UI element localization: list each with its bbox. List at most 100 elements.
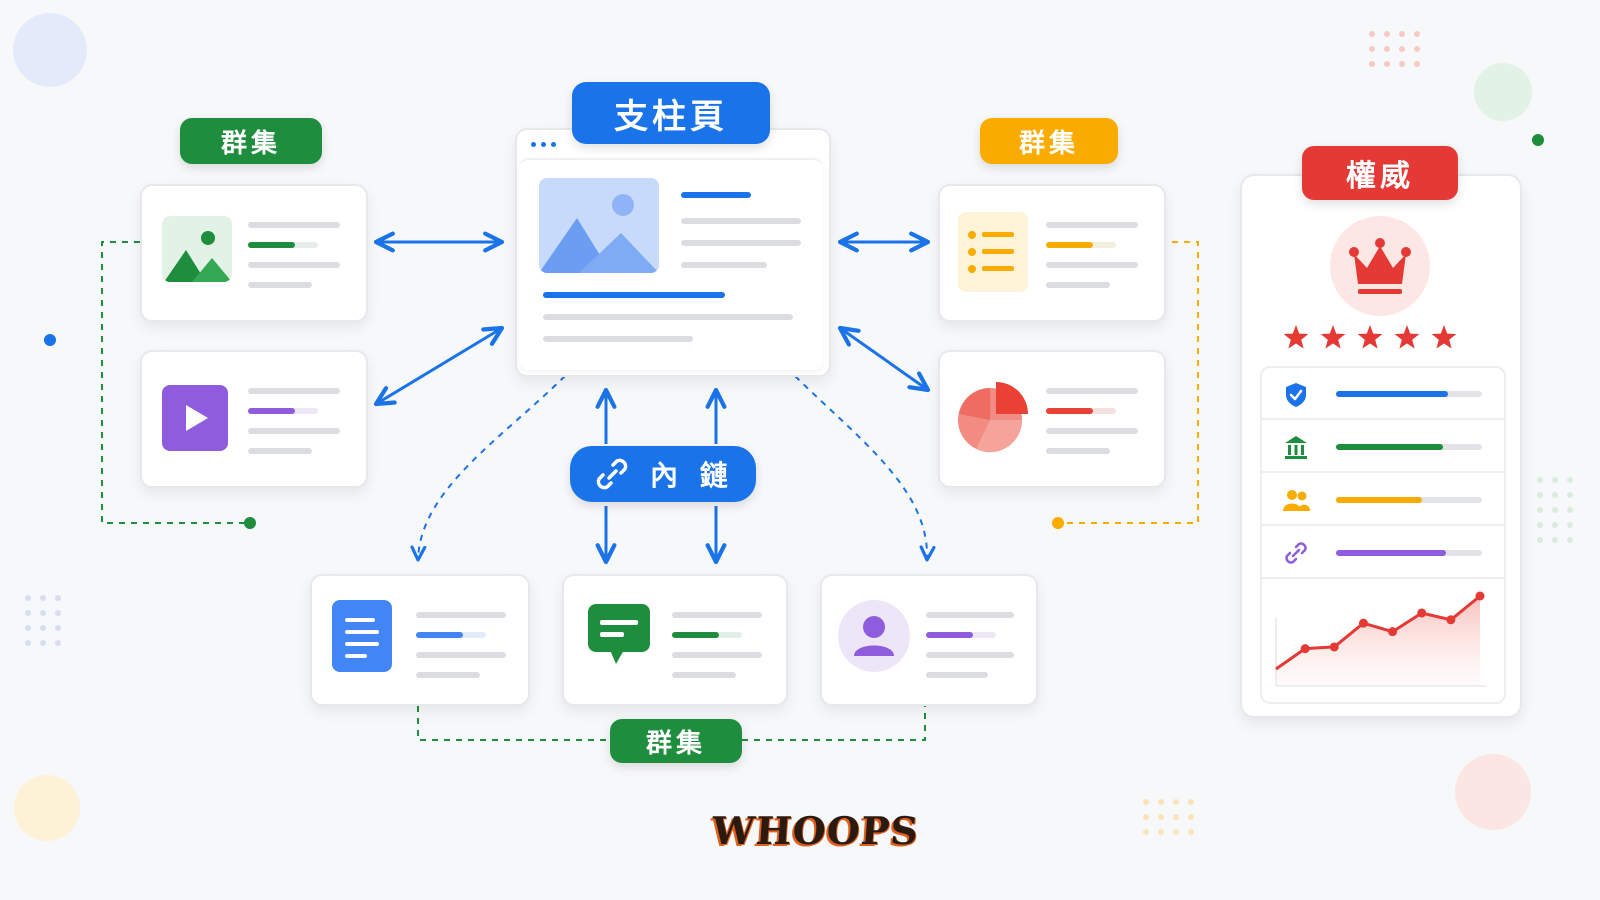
decor-dot [1414,61,1420,67]
window-dots [531,142,556,147]
star-rating [1283,325,1457,349]
cluster-card-user [820,574,1038,706]
decor-dot [25,625,31,631]
trend-line [1275,594,1481,671]
decor-dot [1567,507,1573,513]
decor-dot [1532,134,1544,146]
arrow-pillar-left-bottom [373,325,505,407]
trend-point [1417,608,1427,618]
decor-dot [55,640,61,646]
internal-link-text: 內 鏈 [650,459,734,492]
decor-dot [1399,31,1405,37]
link-icon [592,454,632,494]
card-text-line [672,672,736,678]
authority-panel [1240,174,1522,718]
card-text-line [672,652,762,658]
pillar-highlight-line [543,292,725,298]
decor-dot [1384,31,1390,37]
card-text-line [1046,222,1138,228]
dashed-link-bottom-right [794,375,936,562]
card-accent-line [416,632,463,638]
pillar-inner-panel [519,158,823,370]
decor-dot [25,610,31,616]
cluster-card-document [310,574,530,706]
cluster-label-right: 群集 [980,118,1118,164]
decor-dot [1399,61,1405,67]
decor-dot [1552,492,1558,498]
metric-fill [1336,444,1443,450]
bracket-right-cluster [1058,241,1199,524]
card-text-line [248,388,340,394]
user-icon [838,600,910,672]
internal-link-label: 內 鏈 [570,446,756,502]
decor-dot [1143,814,1149,820]
card-text-line [1046,388,1138,394]
metric-row [1262,474,1504,526]
bracket-bottom-cluster [417,706,926,741]
cluster-card-video [140,350,368,488]
authority-label: 權威 [1302,146,1458,200]
decor-dot [1567,477,1573,483]
decor-dot [44,334,56,346]
decor-dot [1158,799,1164,805]
metric-row [1262,527,1504,579]
decor-dot [55,625,61,631]
decor-dot [1369,31,1375,37]
card-text-line [416,672,480,678]
hero-image-icon [539,178,659,273]
card-text-line [926,612,1014,618]
decor-dot [1188,799,1194,805]
image-icon [162,216,232,282]
metric-row [1262,368,1504,420]
trend-point [1329,642,1339,652]
decor-dot [1384,46,1390,52]
bank-icon [1282,433,1310,461]
trend-area [1276,596,1480,686]
card-text-line [416,652,506,658]
metric-track [1336,391,1482,397]
video-play-icon [162,385,228,451]
decor-dot [1567,522,1573,528]
list-icon [958,212,1028,292]
pillar-title-line [681,192,751,198]
decor-dot [1369,46,1375,52]
document-icon [332,600,392,672]
card-text-line [248,448,312,454]
card-accent-line [1046,408,1093,414]
decor-dot [1158,814,1164,820]
authority-metrics [1260,366,1506,704]
decor-dot [1384,61,1390,67]
trend-point [1388,627,1398,637]
star-icon [1283,325,1309,349]
decor-dot [1414,46,1420,52]
card-text-line [1046,262,1138,268]
decor-dot [1369,61,1375,67]
decor-dot [40,625,46,631]
link-icon [1282,539,1310,567]
card-accent-line [926,632,973,638]
card-text-line [1046,282,1110,288]
pillar-text-line [681,218,801,224]
decor-dot [1158,829,1164,835]
arrow-pillar-right-bottom [837,325,931,393]
chat-icon [586,602,652,670]
decor-dot [1537,507,1543,513]
card-text-line [248,222,340,228]
decor-dot [25,640,31,646]
decor-dot [1552,477,1558,483]
cluster-card-chat [562,574,788,706]
decor-dot [1552,507,1558,513]
decor-dot [55,610,61,616]
metric-track [1336,550,1482,556]
star-icon [1431,325,1457,349]
decor-circle [14,775,80,841]
trend-chart [1275,591,1486,687]
metric-fill [1336,550,1446,556]
card-text-line [248,262,340,268]
cluster-label-bottom: 群集 [610,719,742,763]
bracket-right-dot [1052,517,1064,529]
trend-point [1300,644,1310,654]
decor-dot [25,595,31,601]
